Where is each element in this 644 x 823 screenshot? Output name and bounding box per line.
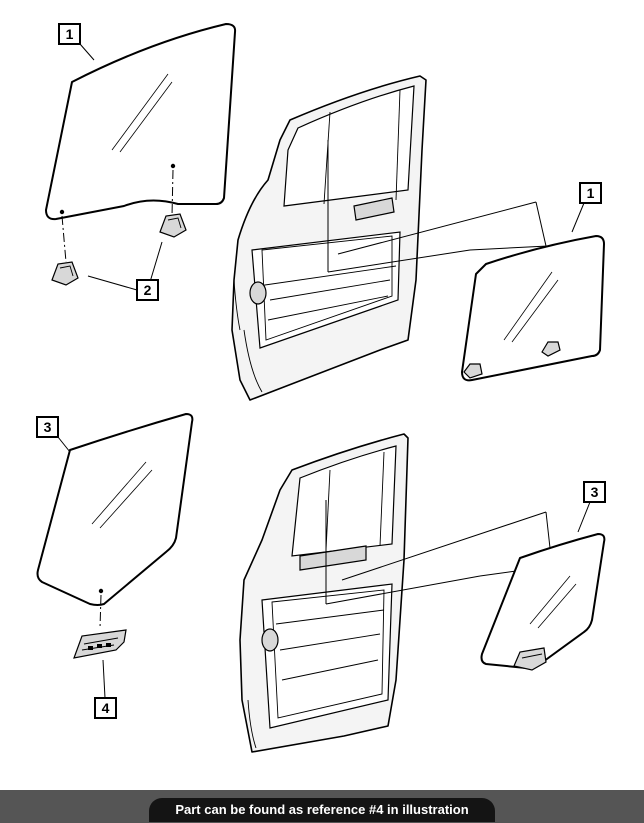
reference-note: Part can be found as reference #4 in ill… [149,798,495,822]
front-door-glass-left[interactable] [45,23,237,221]
leader-line [149,241,163,283]
guide-line [327,249,471,273]
svg-text:1: 1 [66,26,74,42]
regulator-clip-right[interactable] [159,213,187,238]
svg-text:1: 1 [587,185,595,201]
guide-line [325,575,481,605]
guide-line [341,511,547,581]
callout-4[interactable]: 4 [94,697,117,719]
rear-door-panel [239,433,409,753]
leader-line [577,501,591,533]
leader-line [87,275,138,291]
callout-1-right[interactable]: 1 [579,182,602,204]
footer-bar: Part can be found as reference #4 in ill… [0,790,644,823]
parts-diagram: 1 2 [36,23,606,753]
svg-text:4: 4 [102,700,110,716]
rear-door-glass-left[interactable] [36,413,194,606]
svg-text:3: 3 [44,419,52,435]
front-door-glass-right[interactable] [461,235,605,382]
callout-3-left[interactable]: 3 [36,416,59,438]
guide-line [171,169,174,217]
guide-line [61,215,67,263]
guide-line [535,201,547,247]
regulator-clip-left[interactable] [51,261,79,286]
leader-line [57,436,71,453]
front-door-panel [231,75,427,401]
rear-regulator-clip[interactable] [73,629,127,659]
leader-line [79,43,95,61]
leader-line [102,659,106,699]
guide-line [337,201,537,255]
svg-text:3: 3 [591,484,599,500]
guide-line [99,594,102,629]
svg-text:2: 2 [144,282,152,298]
guide-line [469,245,549,251]
leader-line [571,202,585,233]
callout-2[interactable]: 2 [136,279,159,301]
rear-door-glass-right[interactable] [480,533,606,671]
callout-3-right[interactable]: 3 [583,481,606,503]
callout-1-top-left[interactable]: 1 [58,23,81,45]
